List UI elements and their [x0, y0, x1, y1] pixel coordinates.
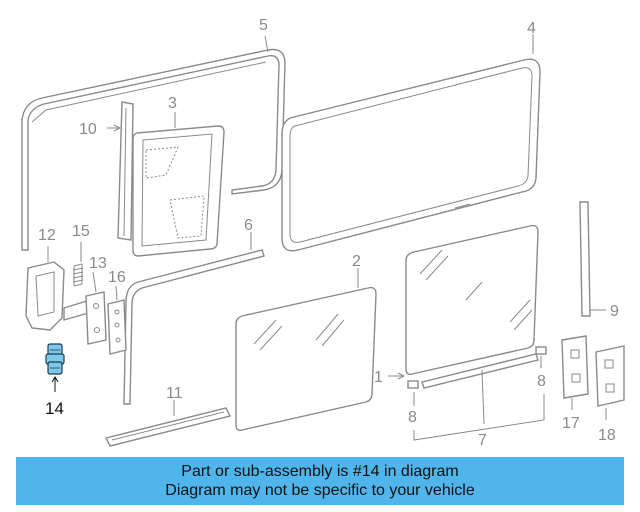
banner-line-1: Part or sub-assembly is #14 in diagram — [181, 463, 459, 480]
part-2-glass — [235, 286, 377, 432]
part-11-bottom-channel — [104, 407, 232, 447]
part-12-bracket — [25, 261, 93, 331]
parts-diagram: 5 10 3 4 6 12 15 — [21, 17, 625, 449]
callout-3: 3 — [168, 95, 177, 112]
part-17-plate — [561, 335, 589, 399]
part-9-strip — [579, 201, 591, 317]
part-5-seal — [21, 48, 286, 251]
callout-11: 11 — [166, 385, 183, 402]
callout-8b: 8 — [537, 373, 546, 390]
callout-18: 18 — [598, 427, 616, 444]
callout-1: 1 — [374, 369, 383, 386]
callout-13: 13 — [89, 255, 107, 272]
callout-9: 9 — [610, 303, 619, 320]
banner-line-2: Diagram may not be specific to your vehi… — [165, 482, 475, 499]
part-13-hinge-plate — [85, 291, 107, 345]
callout-7: 7 — [478, 432, 487, 449]
callout-10: 10 — [79, 121, 97, 138]
part-10-strip — [117, 101, 134, 241]
callout-16: 16 — [108, 269, 126, 286]
part-14-pin — [45, 343, 65, 375]
callout-17: 17 — [562, 415, 580, 432]
callout-4: 4 — [527, 20, 536, 37]
part-8-clip — [407, 346, 547, 389]
part-1-door-glass — [405, 224, 539, 376]
callout-12: 12 — [38, 227, 56, 244]
part-16-hinge-plate — [107, 299, 127, 355]
callout-8a: 8 — [408, 409, 417, 426]
part-18-plate — [595, 345, 625, 407]
part-7-channel — [421, 353, 539, 389]
part-6-channel — [123, 249, 265, 405]
callout-5: 5 — [259, 17, 268, 34]
info-banner: Part or sub-assembly is #14 in diagram D… — [16, 457, 624, 505]
callout-14: 14 — [45, 399, 64, 418]
callout-15: 15 — [72, 223, 90, 240]
part-3-vent-window — [132, 125, 225, 257]
callout-2: 2 — [352, 253, 361, 270]
part-15-spring — [72, 263, 84, 287]
callout-6: 6 — [244, 217, 253, 234]
part-4-fixed-glass — [281, 58, 541, 252]
